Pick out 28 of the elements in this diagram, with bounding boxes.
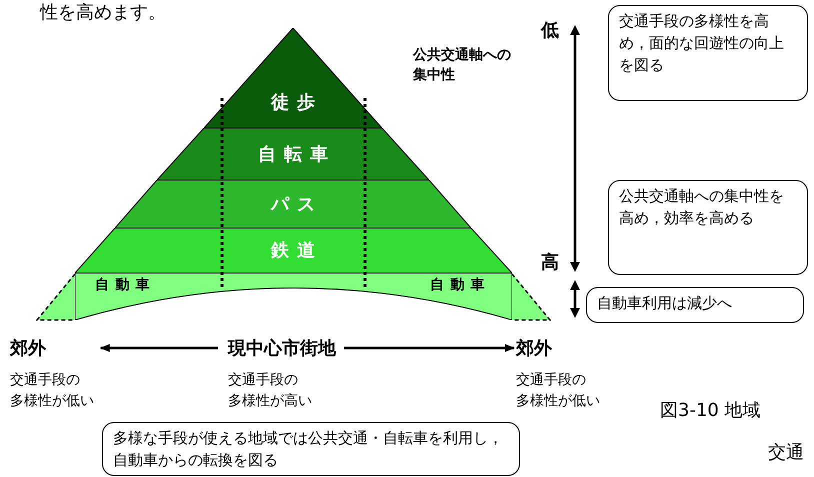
arrow [100, 344, 218, 352]
pyramid-layer [157, 128, 429, 180]
axis-title: 公共交通軸への集中性 [413, 46, 512, 85]
callout-box: 公共交通軸への集中性を高め，効率を高める [608, 180, 808, 275]
callout-box: 自動車利用は減少へ [586, 287, 804, 323]
layer-label: 徒歩 [270, 91, 324, 114]
callout-box: 多様な手段が使える地域では公共交通・自転車を利用し，自動車からの転換を図る [102, 422, 520, 476]
layer-label: 鉄道 [270, 239, 324, 262]
layer-label: 自転車 [258, 143, 336, 166]
place-label: 現中心市街地 [228, 337, 336, 360]
pyramid-layer [204, 28, 382, 128]
pyramid-layer [75, 228, 512, 273]
pyramid-layer [115, 180, 471, 228]
layer-label: パス [270, 193, 324, 216]
figure-caption: 図3-10 地域 [660, 399, 761, 422]
place-note: 交通手段の多様性が高い [228, 371, 313, 411]
layer-label: 自動車 [95, 276, 156, 294]
layer-label: 自動車 [430, 276, 491, 294]
callout-box: 交通手段の多様性を高め，面的な回遊性の向上を図る [608, 5, 808, 101]
arrow [344, 344, 515, 352]
body-text: 性を高めます。 [40, 1, 166, 24]
figure-caption: 交通 [768, 441, 804, 464]
place-label: 郊外 [10, 337, 47, 360]
place-note: 交通手段の多様性が低い [10, 371, 95, 411]
axis-end-label: 高 [541, 251, 559, 274]
place-note: 交通手段の多様性が低い [516, 371, 601, 411]
axis-end-label: 低 [541, 19, 559, 42]
place-label: 郊外 [516, 337, 553, 360]
